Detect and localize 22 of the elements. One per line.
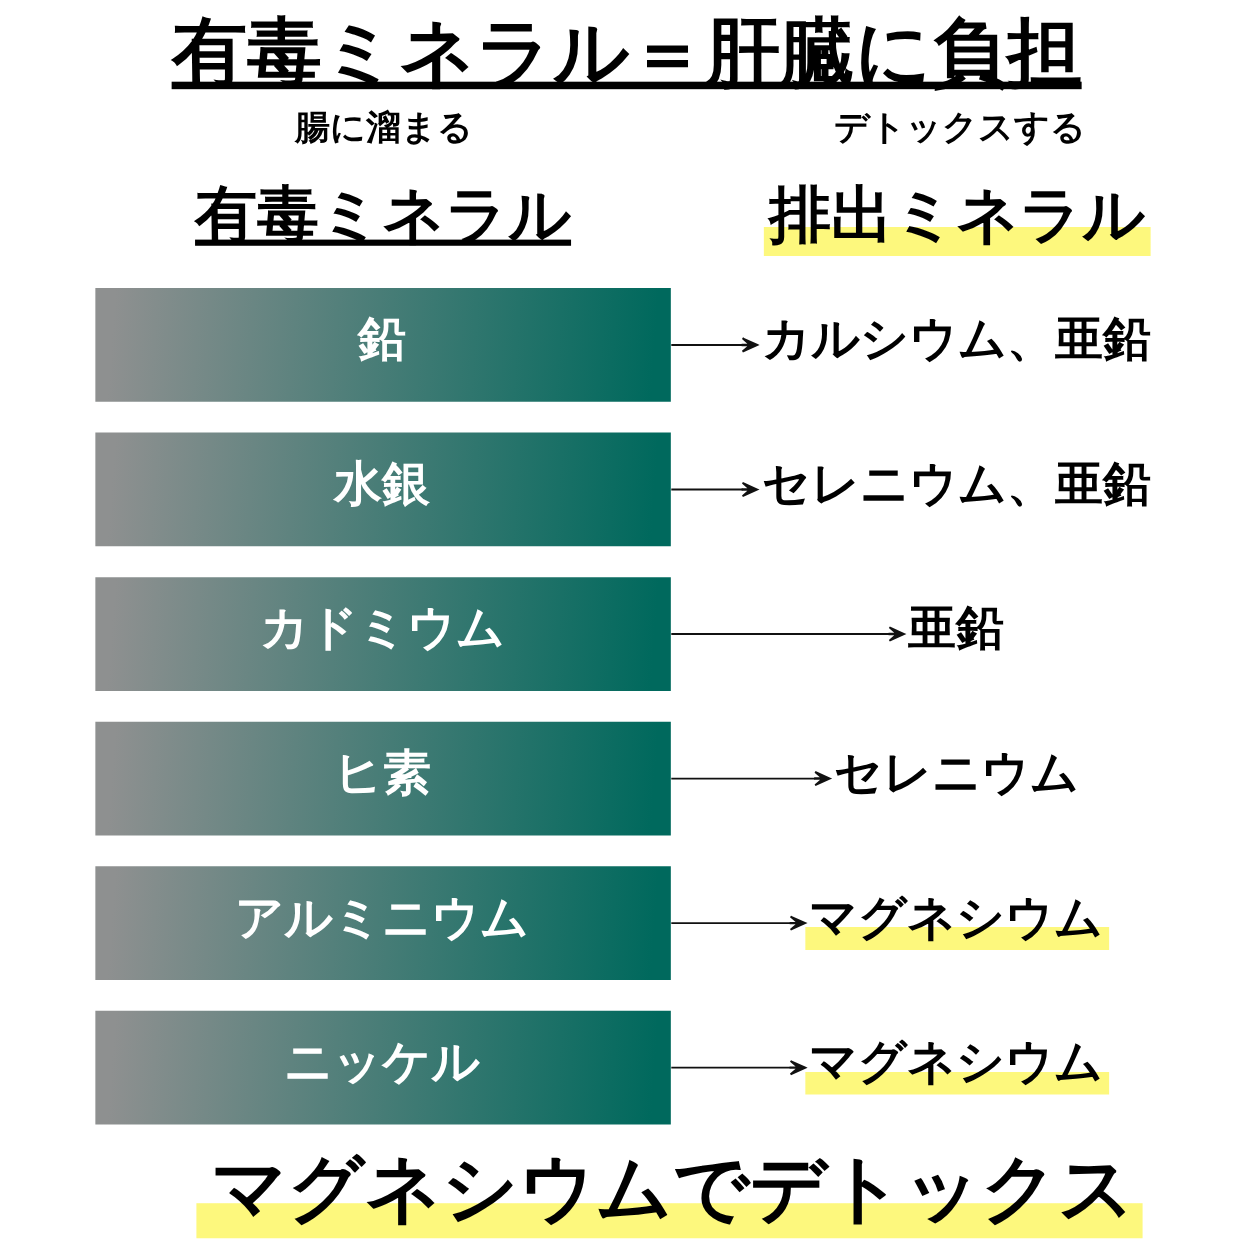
label: デトックスする [834, 106, 1087, 147]
arrow [670, 915, 807, 931]
node-box: アルミニウム [95, 866, 671, 980]
diagram-title: 有毒ミネラル＝肝臓に負担 [171, 7, 1082, 96]
node-text: セレニウム、亜鉛 [761, 454, 1151, 511]
node-text: 亜鉛 [908, 599, 1005, 656]
label: 有毒ミネラル [195, 178, 572, 251]
node-box: 鉛 [95, 288, 671, 402]
node-box: カドミウム [95, 577, 671, 691]
node-text: カルシウム、亜鉛 [761, 310, 1151, 367]
arrow [670, 337, 759, 353]
label: 排出ミネラル [769, 178, 1146, 251]
arrow [670, 481, 759, 498]
node-box: 水銀 [95, 432, 671, 547]
arrow [670, 771, 831, 787]
caption: マグネシウムでデトックス [211, 1143, 1136, 1232]
node-text: セレニウム [834, 744, 1080, 801]
label: 腸に溜まる [294, 106, 473, 147]
node-box: ヒ素 [95, 721, 671, 836]
arrow [670, 626, 906, 642]
arrow [670, 1060, 807, 1076]
node-box: ニッケル [95, 1010, 671, 1125]
